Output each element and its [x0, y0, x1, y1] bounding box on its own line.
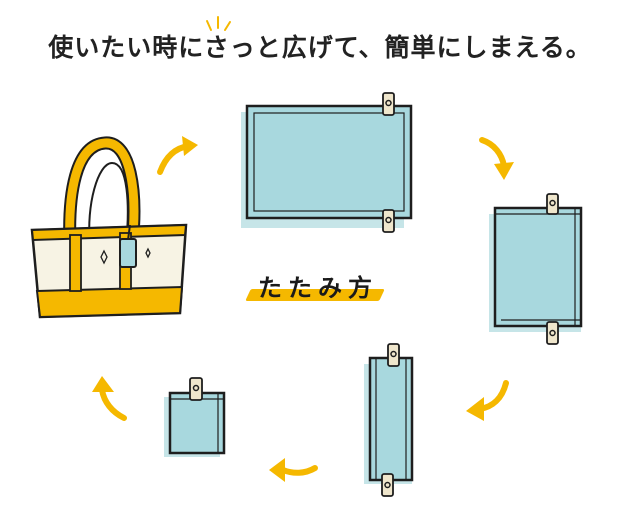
arrow-icon	[269, 458, 318, 482]
folded-strip-icon	[364, 343, 414, 497]
section-label-text: たたみ方	[258, 274, 378, 302]
arrow-icon	[479, 137, 514, 180]
flat-sheet-icon	[241, 92, 413, 233]
headline: 使いたい時にさっと広げて、簡単にしまえる。	[48, 33, 592, 62]
sparkle-icon	[206, 16, 231, 31]
tote-bag-icon	[30, 136, 188, 319]
section-label: たたみ方	[245, 268, 388, 318]
arrow-icon	[466, 380, 509, 421]
arrow-icon	[157, 136, 198, 175]
packet-icon	[164, 377, 226, 457]
folded-half-icon	[489, 193, 583, 345]
arrow-icon	[92, 376, 127, 421]
